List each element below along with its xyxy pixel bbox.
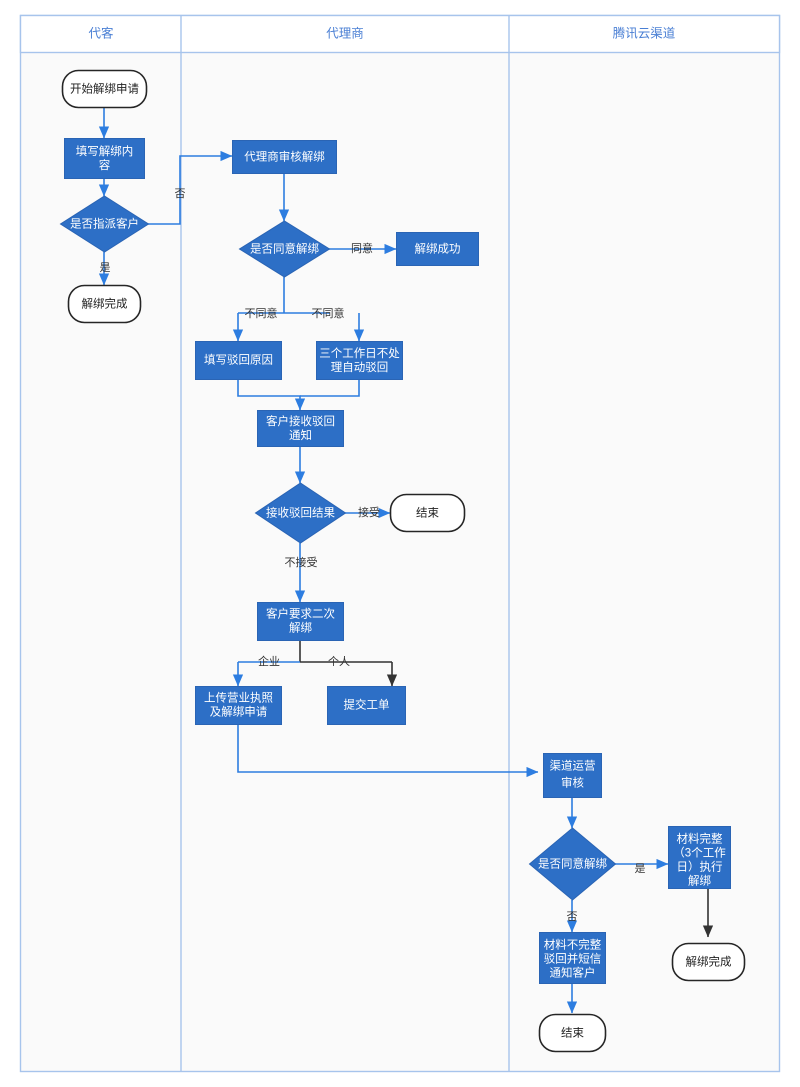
node-auto-reject-label-2: 理自动驳回 <box>331 361 389 374</box>
lane-title-agent: 代理商 <box>326 25 364 40</box>
node-upload-license-label-1: 上传营业执照 <box>204 691 273 705</box>
node-material-bad-label-2: 驳回并短信 <box>544 952 602 966</box>
node-material-ok-label-3: 日）执行 <box>677 860 723 874</box>
node-unbind-done-left[interactable]: 解绑完成 <box>67 284 142 324</box>
edge-label-agree: 同意 <box>351 241 373 255</box>
edge-label-yes-assign: 是 <box>100 261 111 274</box>
node-channel-review-label-2: 审核 <box>561 776 584 790</box>
node-reject-result-label: 接收驳回结果 <box>266 506 335 520</box>
edge-label-no-assign: 否 <box>175 188 186 200</box>
node-end-channel[interactable]: 结束 <box>538 1013 607 1053</box>
node-assign-customer[interactable]: 是否指派客户 <box>59 195 150 253</box>
node-material-ok-label-1: 材料完整 <box>677 832 723 846</box>
edge-label-not-accept: 不接受 <box>285 556 318 569</box>
node-customer-notice-label-1: 客户接收驳回 <box>266 414 335 428</box>
node-end-channel-label: 结束 <box>561 1027 584 1040</box>
lane-header-customer: 代客 <box>88 25 114 40</box>
node-submit-ticket[interactable]: 提交工单 <box>327 686 406 725</box>
node-start-label: 开始解绑申请 <box>70 82 139 96</box>
node-unbind-done-left-label: 解绑完成 <box>82 297 128 311</box>
node-second-unbind-label-2: 解绑 <box>289 621 312 635</box>
node-agree-unbind[interactable]: 是否同意解绑 <box>238 220 331 278</box>
node-unbind-done-right-label: 解绑完成 <box>686 955 732 969</box>
edge-label-disagree-1: 不同意 <box>245 306 278 320</box>
node-fill-reject[interactable]: 填写驳回原因 <box>195 341 282 380</box>
node-channel-review-label-1: 渠道运营 <box>550 759 596 773</box>
lane-header-agent: 代理商 <box>326 25 364 40</box>
node-unbind-done-right[interactable]: 解绑完成 <box>671 942 746 982</box>
node-submit-ticket-label: 提交工单 <box>344 698 390 712</box>
node-agent-review-label: 代理商审核解绑 <box>244 150 325 164</box>
node-channel-review[interactable]: 渠道运营 审核 <box>543 753 602 798</box>
node-upload-license[interactable]: 上传营业执照 及解绑申请 <box>195 686 282 725</box>
node-material-ok-label-4: 解绑 <box>688 874 711 888</box>
edge-labels: 否 是 同意 不同意 不同意 接受 不接受 企业 个人 是 否 <box>100 188 646 923</box>
node-end-agent-label: 结束 <box>416 507 439 520</box>
edge-label-channel-no: 否 <box>567 911 578 923</box>
node-material-bad-label-1: 材料不完整 <box>544 938 602 952</box>
edge-label-disagree-2: 不同意 <box>312 306 345 320</box>
node-customer-notice-label-2: 通知 <box>289 428 312 442</box>
swimlane-frame <box>19 14 781 1073</box>
node-reject-result[interactable]: 接收驳回结果 <box>254 482 347 544</box>
node-fill-unbind-label-2: 容 <box>99 158 111 172</box>
node-fill-unbind[interactable]: 填写解绑内 容 <box>64 138 145 179</box>
node-second-unbind[interactable]: 客户要求二次 解绑 <box>257 602 344 641</box>
node-agree-unbind-label: 是否同意解绑 <box>250 242 319 256</box>
node-material-ok-label-2: （3个工作 <box>673 847 726 860</box>
node-material-bad[interactable]: 材料不完整 驳回并短信 通知客户 <box>539 932 606 984</box>
node-end-agent[interactable]: 结束 <box>389 493 466 533</box>
node-start[interactable]: 开始解绑申请 <box>61 69 148 109</box>
connectors <box>98 108 714 1014</box>
node-fill-unbind-label-1: 填写解绑内 <box>76 144 134 158</box>
edge-label-individual: 个人 <box>328 655 350 668</box>
node-assign-customer-label: 是否指派客户 <box>70 217 139 231</box>
node-channel-agree[interactable]: 是否同意解绑 <box>528 827 617 901</box>
node-unbind-success[interactable]: 解绑成功 <box>396 232 479 266</box>
node-upload-license-label-2: 及解绑申请 <box>210 705 268 719</box>
node-unbind-success-label: 解绑成功 <box>415 242 461 256</box>
edge-label-enterprise: 企业 <box>258 654 280 668</box>
lane-title-customer: 代客 <box>88 25 114 40</box>
lane-title-channel: 腾讯云渠道 <box>613 25 676 40</box>
edge-label-channel-yes: 是 <box>635 862 646 875</box>
node-agent-review[interactable]: 代理商审核解绑 <box>232 140 337 174</box>
node-fill-reject-label: 填写驳回原因 <box>204 353 273 367</box>
node-customer-notice[interactable]: 客户接收驳回 通知 <box>257 410 344 447</box>
node-channel-agree-label: 是否同意解绑 <box>538 857 607 871</box>
node-auto-reject[interactable]: 三个工作日不处 理自动驳回 <box>316 341 403 380</box>
lane-header-channel: 腾讯云渠道 <box>613 25 676 40</box>
node-second-unbind-label-1: 客户要求二次 <box>266 607 335 621</box>
node-auto-reject-label-1: 三个工作日不处 <box>319 347 400 360</box>
node-material-ok[interactable]: 材料完整 （3个工作 日）执行 解绑 <box>668 826 731 889</box>
edge-label-accept: 接受 <box>358 506 380 519</box>
node-material-bad-label-3: 通知客户 <box>550 966 596 980</box>
